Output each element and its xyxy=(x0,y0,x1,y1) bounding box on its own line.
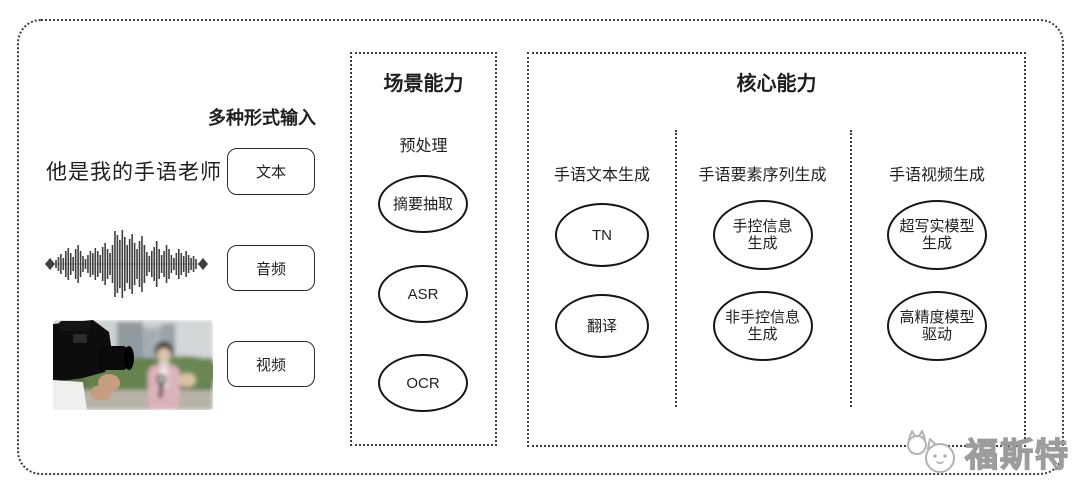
audio-waveform-icon xyxy=(45,230,208,298)
input-section-label: 多种形式输入 xyxy=(208,108,316,128)
audio-tag-box: 音频 xyxy=(227,245,315,291)
watermark: 福斯特 xyxy=(903,428,1070,476)
audio-tag-label: 音频 xyxy=(255,260,286,278)
text-tag-box: 文本 xyxy=(227,148,315,195)
scene-capability-box: 场景能力 预处理 摘要抽取 ASR OCR xyxy=(350,52,497,446)
column-sign-text-generation: 手语文本生成 TN 翻译 xyxy=(529,54,675,445)
node-summary-extraction: 摘要抽取 xyxy=(378,175,468,233)
node-label: OCR xyxy=(406,374,440,392)
node-high-precision-model-driving: 高精度模型 驱动 xyxy=(887,291,987,361)
node-label: 高精度模型 驱动 xyxy=(899,309,975,343)
text-tag-label: 文本 xyxy=(255,164,286,181)
node-label: TN xyxy=(592,226,612,244)
node-label: 摘要抽取 xyxy=(392,195,453,213)
node-non-manual-info-generation: 非手控信息 生成 xyxy=(712,291,813,361)
column-header: 手语要素序列生成 xyxy=(698,167,827,184)
outer-dotted-frame xyxy=(17,19,1064,475)
camera-foreground xyxy=(53,320,134,410)
node-ocr: OCR xyxy=(378,354,468,412)
node-translation: 翻译 xyxy=(555,294,649,358)
video-tag-label: 视频 xyxy=(255,356,286,374)
cat-mascot-icon xyxy=(907,430,955,473)
column-sign-video-generation: 手语视频生成 超写实模型 生成 高精度模型 驱动 xyxy=(850,54,1024,445)
node-tn: TN xyxy=(555,203,649,267)
column-separator xyxy=(675,130,677,407)
scene-box-subtitle: 预处理 xyxy=(399,138,448,155)
column-sign-element-sequence-generation: 手语要素序列生成 手控信息 生成 非手控信息 生成 xyxy=(675,54,850,445)
column-header: 手语视频生成 xyxy=(888,167,985,184)
node-label: 手控信息 生成 xyxy=(732,218,793,252)
node-label: ASR xyxy=(407,285,439,303)
node-label: 非手控信息 生成 xyxy=(724,309,800,343)
core-box-title: 核心能力 xyxy=(736,73,817,95)
node-asr: ASR xyxy=(378,265,468,323)
video-tag-box: 视频 xyxy=(227,341,315,387)
node-label: 翻译 xyxy=(586,317,617,335)
column-separator xyxy=(850,130,852,407)
node-label: 超写实模型 生成 xyxy=(899,218,975,252)
column-header: 手语文本生成 xyxy=(553,167,650,184)
node-manual-info-generation: 手控信息 生成 xyxy=(712,200,813,270)
watermark-text: 福斯特 xyxy=(964,435,1070,473)
node-hyperrealistic-model-generation: 超写实模型 生成 xyxy=(887,200,987,270)
core-capability-box: 核心能力 手语文本生成 TN 翻译 手语要素序列生成 手控信息 生成 非手控信息… xyxy=(527,52,1026,447)
scene-box-title: 场景能力 xyxy=(383,73,464,95)
video-input-photo xyxy=(53,320,213,410)
text-input-sample: 他是我的手语老师 xyxy=(46,161,222,184)
